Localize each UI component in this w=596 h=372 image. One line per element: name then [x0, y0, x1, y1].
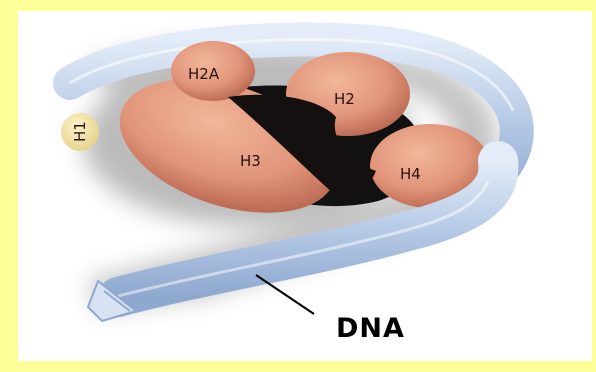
- label-h4: H4: [400, 165, 421, 183]
- nucleosome-diagram: H2A H2 H3 H4 H1 DNA: [18, 11, 592, 361]
- dna-pointer-line: [256, 275, 314, 314]
- label-h1: H1: [71, 121, 89, 142]
- label-dna: DNA: [336, 313, 405, 344]
- label-h3: H3: [240, 152, 261, 170]
- label-h2b: H2: [334, 90, 355, 108]
- label-h2a: H2A: [188, 65, 220, 83]
